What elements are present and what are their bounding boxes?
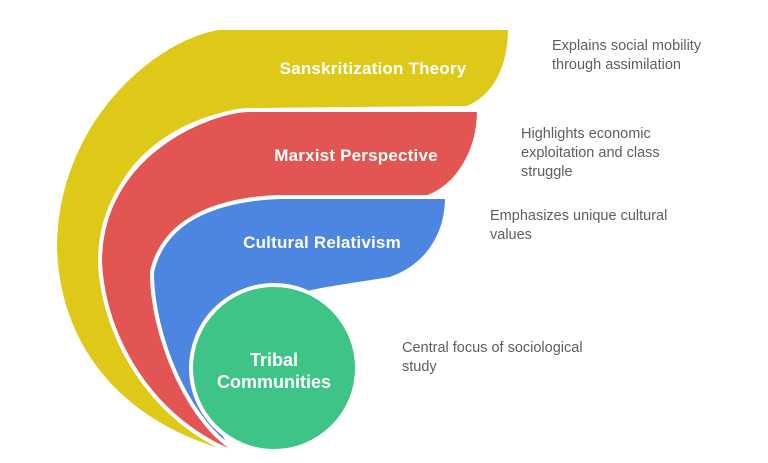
band-description-cultural: Emphasizes unique cultural values xyxy=(490,208,668,243)
band-label-marxist: Marxist Perspective xyxy=(274,146,438,165)
center-description-tribal: Central focus of sociological study xyxy=(402,340,583,375)
center-label-tribal-communities: Tribal Communities xyxy=(216,350,331,392)
center-circle xyxy=(189,283,359,453)
band-description-sanskritization: Explains social mobility through assimil… xyxy=(552,38,702,73)
band-label-cultural: Cultural Relativism xyxy=(243,233,401,252)
band-description-marxist: Highlights economic exploitation and cla… xyxy=(521,126,660,180)
band-label-sanskritization: Sanskritization Theory xyxy=(279,59,467,78)
